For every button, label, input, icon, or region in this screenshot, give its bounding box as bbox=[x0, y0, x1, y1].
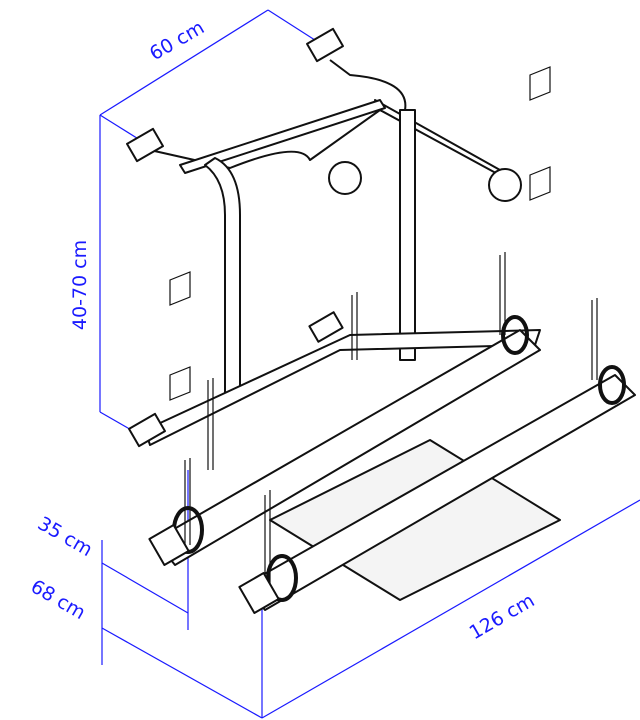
mounting-brackets bbox=[126, 27, 551, 448]
width-label: 126 cm bbox=[466, 589, 539, 644]
height-range-label: 40-70 cm bbox=[69, 240, 91, 330]
rack-frame bbox=[144, 59, 636, 614]
rail-spacing-label: 35 cm bbox=[34, 512, 96, 561]
dimension-lines bbox=[99, 9, 640, 719]
lower-height-label: 68 cm bbox=[27, 575, 89, 624]
depth-label: 60 cm bbox=[146, 16, 208, 65]
